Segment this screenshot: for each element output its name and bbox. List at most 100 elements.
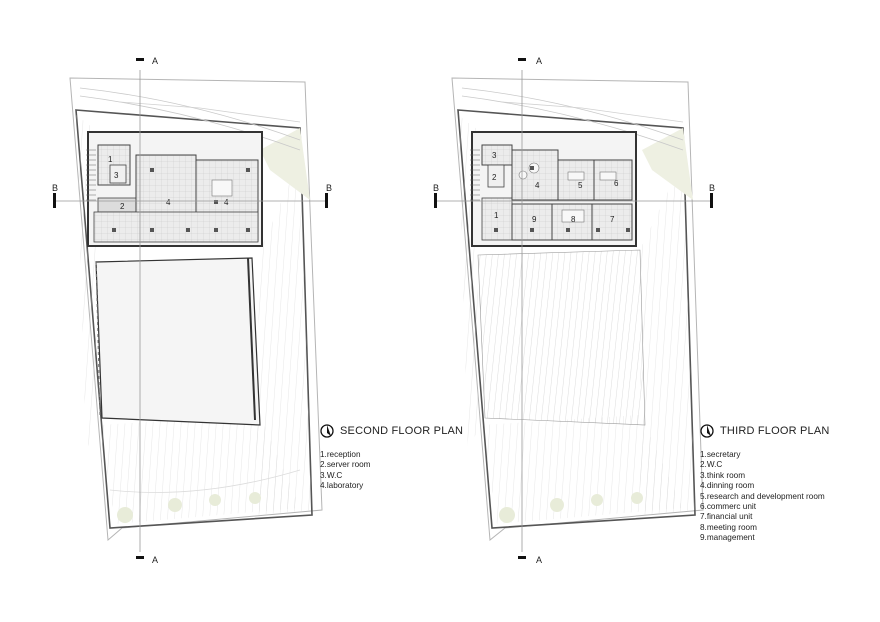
- landscape-hatch: [255, 160, 312, 515]
- columns: [494, 166, 630, 232]
- room-number: 2: [492, 173, 497, 182]
- room-management: [511, 203, 553, 241]
- landscape-shade: [260, 128, 310, 200]
- section-marker: [53, 193, 56, 208]
- atrium-edge: [247, 257, 256, 421]
- legend-item: 3.think room: [700, 470, 746, 480]
- section-label-a-bottom: A: [152, 555, 158, 565]
- desk: [567, 171, 585, 181]
- stairs: [86, 149, 96, 201]
- legend-item: 8.meeting room: [700, 522, 757, 532]
- room-number: 1: [108, 155, 113, 164]
- lab-table: [211, 179, 233, 197]
- site-boundary: [69, 77, 323, 542]
- north-arrow-icon: [320, 424, 334, 438]
- room-number: 4: [224, 198, 229, 207]
- room-number: 9: [532, 215, 537, 224]
- room-server: [97, 197, 139, 213]
- third-floor-title: THIRD FLOOR PLAN: [720, 425, 830, 437]
- columns: [112, 168, 250, 232]
- meeting-table: [561, 209, 585, 223]
- third-floor-title-row: THIRD FLOOR PLAN: [700, 424, 830, 438]
- section-label-b-left: B: [52, 183, 58, 193]
- section-marker: [325, 193, 328, 208]
- second-floor-legend: SECOND FLOOR PLAN 1.reception 2.server r…: [320, 424, 463, 492]
- legend-item: 5.research and development room: [700, 491, 825, 501]
- tree: [249, 492, 261, 504]
- tree: [117, 507, 133, 523]
- third-floor-room-list: 1.secretary 2.W.C 3.think room 4.dinning…: [700, 450, 830, 544]
- room-think: [481, 144, 513, 166]
- room-number: 2: [120, 202, 125, 211]
- section-label-a-bottom: A: [536, 555, 542, 565]
- section-marker: [136, 58, 144, 61]
- legend-item: 3.W.C: [320, 470, 343, 480]
- legend-item: 2.W.C: [700, 460, 723, 470]
- second-floor-title: SECOND FLOOR PLAN: [340, 425, 464, 437]
- curved-path: [501, 101, 684, 123]
- legend-item: 1.secretary: [700, 450, 741, 459]
- room-numbers-second: 1 3 2 4 4: [108, 155, 229, 211]
- legend-item: 2.server room: [320, 460, 371, 470]
- room-number: 4: [535, 181, 540, 190]
- room-number: 6: [614, 179, 619, 188]
- curved-path: [119, 101, 301, 123]
- atrium-edge: [95, 261, 101, 419]
- section-marker: [518, 556, 526, 559]
- section-marker: [434, 193, 437, 208]
- room-number: 7: [610, 215, 615, 224]
- second-floor-title-row: SECOND FLOOR PLAN: [320, 424, 463, 438]
- north-arrow-icon: [700, 424, 714, 438]
- room-number: 5: [578, 181, 583, 190]
- section-label-b-left: B: [433, 183, 439, 193]
- third-floor-plan: 3 2 4 5 6 1 9 8 7 A A B B: [433, 56, 715, 565]
- tree: [631, 492, 643, 504]
- building-outline: [457, 109, 696, 529]
- room-number: 4: [166, 198, 171, 207]
- section-label-a-top: A: [536, 56, 542, 66]
- corridor: [93, 211, 259, 243]
- curved-path: [461, 95, 684, 151]
- landscape-hatch: [640, 160, 695, 515]
- section-marker: [710, 193, 713, 208]
- second-floor-plan: 1 3 2 4 4 A A B B: [52, 56, 332, 565]
- legend-item: 6.commerc unit: [700, 502, 756, 512]
- desk: [599, 171, 617, 181]
- room-wc: [109, 164, 127, 184]
- section-label-a-top: A: [152, 56, 158, 66]
- legend-item: 9.management: [700, 533, 755, 543]
- section-marker: [136, 556, 144, 559]
- stairs: [470, 149, 480, 201]
- room-financial: [591, 203, 633, 241]
- room-number: 8: [571, 215, 576, 224]
- room-wc: [487, 164, 505, 188]
- section-marker: [518, 58, 526, 61]
- tree: [499, 507, 515, 523]
- legend-item: 4.dinning room: [700, 481, 755, 491]
- legend-item: 4.laboratory: [320, 481, 364, 491]
- dining-table: [518, 170, 528, 180]
- curved-path: [79, 95, 301, 151]
- second-floor-room-list: 1.reception 2.server room 3.W.C 4.labora…: [320, 450, 463, 492]
- section-label-b-right: B: [709, 183, 715, 193]
- room-secretary: [481, 197, 513, 241]
- site-boundary: [451, 77, 704, 541]
- landscape-shade: [642, 128, 693, 200]
- roof-hatch: [477, 249, 646, 426]
- room-numbers-third: 3 2 4 5 6 1 9 8 7: [492, 151, 619, 224]
- building-outline: [75, 109, 313, 529]
- tree: [591, 494, 603, 506]
- tree: [168, 498, 182, 512]
- section-label-b-right: B: [326, 183, 332, 193]
- room-number: 1: [494, 211, 499, 220]
- room-number: 3: [492, 151, 497, 160]
- legend-item: 7.financial unit: [700, 512, 753, 522]
- third-floor-legend: THIRD FLOOR PLAN 1.secretary 2.W.C 3.thi…: [700, 424, 830, 544]
- curved-path: [109, 469, 301, 493]
- atrium: [95, 257, 261, 426]
- room-number: 3: [114, 171, 119, 180]
- tree: [209, 494, 221, 506]
- legend-item: 1.reception: [320, 450, 361, 459]
- tree: [550, 498, 564, 512]
